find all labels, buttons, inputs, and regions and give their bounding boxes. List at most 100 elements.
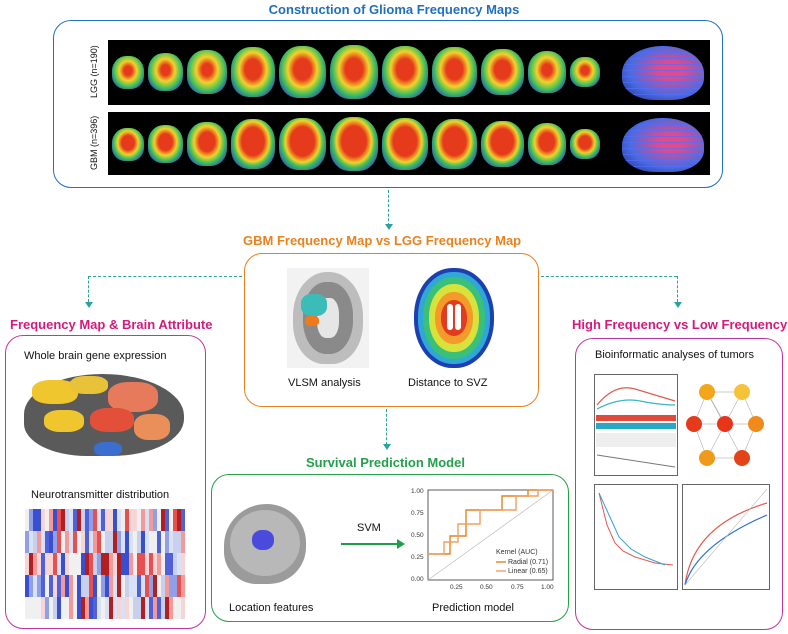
roc-y-tick: 0.75 [411,510,424,517]
heatmap-cell [25,509,29,531]
heatmap-cell [29,575,33,597]
heatmap-cell [117,509,121,531]
heatmap-cell [93,509,97,531]
middle-title: GBM Frequency Map vs LGG Frequency Map [243,233,522,248]
heatmap-cell [137,509,141,531]
heatmap-cell [113,509,117,531]
heatmap-cell [109,531,113,553]
arrow-left [85,302,93,308]
heatmap-cell [173,531,177,553]
heatmap-cell [49,509,53,531]
heatmap-cell [61,575,65,597]
heatmap-cell [101,597,105,619]
heatmap-cell [161,597,165,619]
location-brain-image [222,498,308,596]
neurotransmitter-heatmap [25,509,185,619]
heatmap-cell [165,597,169,619]
heatmap-cell [149,553,153,575]
heatmap-cell [105,509,109,531]
heatmap-cell [97,509,101,531]
heatmap-cell [37,597,41,619]
heatmap-cell [181,531,185,553]
heatmap-cell [81,509,85,531]
roc-linear-curve [428,489,553,555]
heatmap-cell [105,597,109,619]
heatmap-cell [121,575,125,597]
brain-slice [527,123,567,165]
heatmap-cell [109,553,113,575]
survival-curve-plot [594,484,678,590]
heatmap-cell [141,575,145,597]
heatmap-cell [169,531,173,553]
heatmap-cell [169,553,173,575]
heatmap-cell [145,597,149,619]
heatmap-cell [105,553,109,575]
heatmap-cell [81,553,85,575]
heatmap-cell [53,531,57,553]
heatmap-cell [57,553,61,575]
right-title: High Frequency vs Low Frequency [572,317,788,332]
heatmap-cell [97,575,101,597]
gene-expression-brain-image [24,368,194,468]
heatmap-cell [33,553,37,575]
heatmap-cell [109,597,113,619]
heatmap-cell [165,575,169,597]
heatmap-cell [157,509,161,531]
heatmap-cell [29,597,33,619]
sagittal-slice [622,46,704,100]
heatmap-cell [117,575,121,597]
heatmap-cell [153,553,157,575]
heatmap-cell [77,531,81,553]
survival-title: Survival Prediction Model [306,455,465,470]
heatmap-cell [181,575,185,597]
location-features-label: Location features [229,602,314,614]
heatmap-cell [125,509,129,531]
roc-y-tick: 0.00 [411,576,424,583]
roc-x-tick: 0.75 [511,584,524,591]
heatmap-cell [81,531,85,553]
heatmap-cell [177,509,181,531]
heatmap-cell [65,509,69,531]
heatmap-cell [153,509,157,531]
heatmap-cell [149,575,153,597]
roc-legend-radial: Radial (0.71) [508,559,548,566]
heatmap-cell [129,509,133,531]
heatmap-cell [181,509,185,531]
heatmap-cell [29,553,33,575]
heatmap-cell [37,553,41,575]
lgg-row-label: LGG (n=190) [89,45,99,98]
connector-middle-left-v [88,276,89,302]
connector-middle-right-h [541,276,677,277]
brain-slice [187,122,228,166]
heatmap-cell [145,553,149,575]
heatmap-cell [181,553,185,575]
top-title: Construction of Glioma Frequency Maps [268,2,520,17]
heatmap-cell [85,509,89,531]
heatmap-cell [81,597,85,619]
heatmap-cell [169,575,173,597]
heatmap-cell [173,575,177,597]
heatmap-cell [37,531,41,553]
heatmap-cell [129,531,133,553]
heatmap-cell [125,575,129,597]
heatmap-cell [61,531,65,553]
heatmap-cell [153,597,157,619]
heatmap-cell [125,597,129,619]
heatmap-cell [25,531,29,553]
brain-slice [432,46,478,98]
heatmap-cell [41,531,45,553]
heatmap-cell [141,531,145,553]
heatmap-cell [69,509,73,531]
heatmap-cell [173,553,177,575]
heatmap-cell [101,531,105,553]
heatmap-cell [49,597,53,619]
roc-comparison-plot [682,484,770,590]
heatmap-cell [137,575,141,597]
heatmap-cell [53,509,57,531]
roc-legend-linear: Linear (0.65) [508,568,548,575]
heatmap-cell [61,597,65,619]
heatmap-cell [113,553,117,575]
heatmap-cell [153,575,157,597]
heatmap-cell [181,597,185,619]
heatmap-cell [77,597,81,619]
